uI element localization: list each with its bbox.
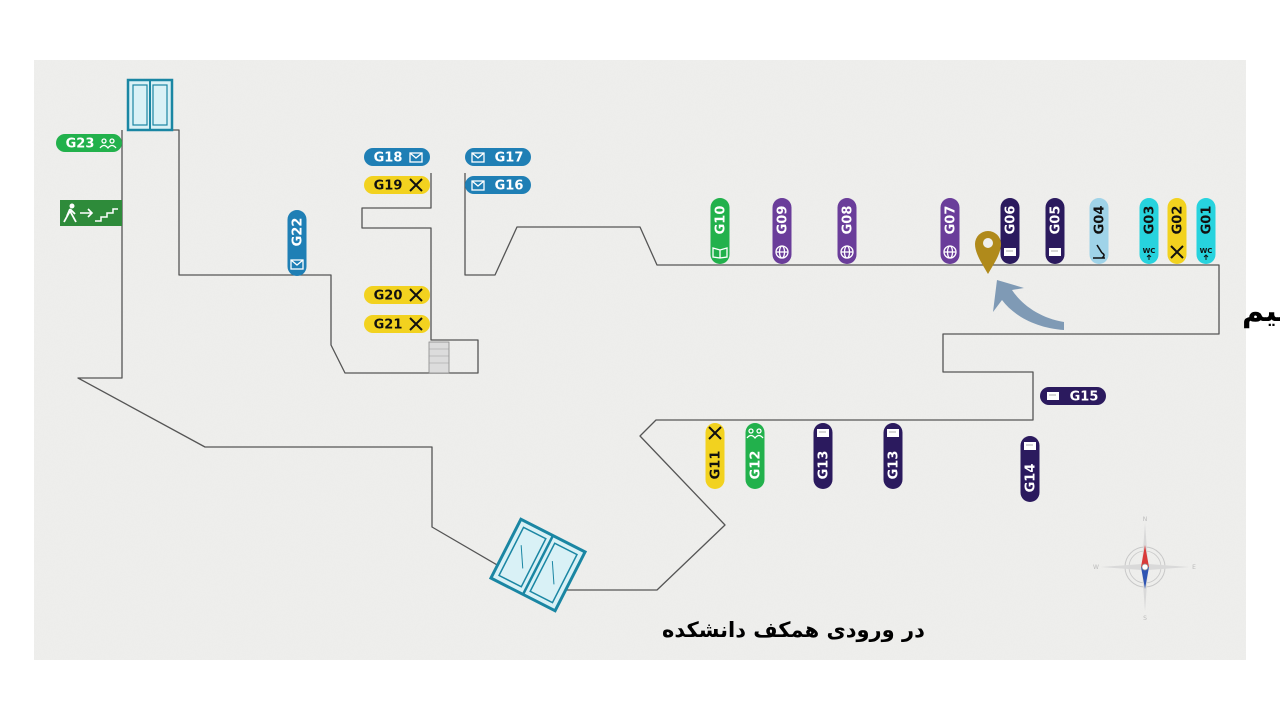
room-tag-g20[interactable]: G20 (364, 286, 430, 304)
room-label: G13 (817, 451, 832, 480)
room-label: G02 (1171, 206, 1186, 235)
room-tag-g11[interactable]: G11 (705, 423, 725, 489)
compass-west: W (1093, 564, 1099, 571)
room-tag-g13b[interactable]: G13 (883, 423, 903, 489)
emergency-exit-icon (60, 200, 122, 226)
people-icon (746, 428, 764, 440)
room-tag-g21[interactable]: G21 (364, 315, 430, 333)
globe-icon (943, 245, 957, 259)
room-tag-g10[interactable]: G10 (710, 198, 730, 264)
stairwell (428, 341, 450, 374)
room-label: G20 (374, 289, 403, 304)
mail-icon (471, 152, 485, 163)
mail-icon (471, 180, 485, 191)
room-label: G07 (944, 206, 959, 235)
room-tag-g06[interactable]: G06 (1000, 198, 1020, 264)
tools-icon (409, 288, 423, 302)
room-label: G03 (1143, 206, 1158, 235)
whiteboard-icon (887, 429, 899, 437)
room-tag-g15[interactable]: G15 (1040, 387, 1106, 405)
svg-text:WC: WC (1143, 247, 1156, 255)
room-label: G05 (1049, 206, 1064, 235)
room-tag-g14[interactable]: G14 (1020, 436, 1040, 502)
room-label: G18 (374, 151, 403, 166)
whiteboard-icon (1004, 248, 1016, 256)
people-icon (99, 138, 117, 150)
room-label: G06 (1004, 206, 1019, 235)
room-label: G10 (714, 206, 729, 235)
tools-icon (409, 317, 423, 331)
room-tag-g02[interactable]: G02 (1167, 198, 1187, 264)
tools-icon (409, 178, 423, 192)
room-label: G14 (1024, 464, 1039, 493)
paper-texture (34, 60, 1246, 660)
whiteboard-icon (1024, 442, 1036, 450)
whiteboard-icon (817, 429, 829, 437)
corridor-outline (77, 130, 1220, 591)
svg-text:WC: WC (1200, 247, 1213, 255)
mail-icon (290, 259, 304, 270)
room-label: G04 (1093, 206, 1108, 235)
left-room-outline (133, 129, 479, 374)
globe-icon (840, 245, 854, 259)
room-label: G16 (495, 179, 524, 194)
room-tag-g09[interactable]: G09 (772, 198, 792, 264)
room-label: G09 (776, 206, 791, 235)
room-tag-g05[interactable]: G05 (1045, 198, 1065, 264)
room-tag-g07[interactable]: G07 (940, 198, 960, 264)
you-are-here-label: ما اینجاییم (1242, 294, 1280, 329)
room-label: G15 (1070, 390, 1099, 405)
room-label: G12 (749, 451, 764, 480)
room-label: G21 (374, 318, 403, 333)
you-are-here-arrow (993, 280, 1064, 330)
tools-icon (708, 426, 722, 440)
glass-door-icon (126, 78, 174, 132)
room-label: G13 (887, 451, 902, 480)
room-label: G08 (841, 206, 856, 235)
room-tag-g16[interactable]: G16 (465, 176, 531, 194)
mail-icon (409, 152, 423, 163)
room-tag-g04[interactable]: G04 (1089, 198, 1109, 264)
walls (77, 129, 1220, 591)
tools-icon (1170, 245, 1184, 259)
room-label: G22 (291, 218, 306, 247)
room-tag-g08[interactable]: G08 (837, 198, 857, 264)
entrance-label: در ورودی همکف دانشکده (662, 618, 925, 642)
compass-north: N (1143, 516, 1148, 523)
compass-east: E (1192, 564, 1196, 571)
wc-icon: WC (1200, 247, 1213, 260)
room-tag-g22[interactable]: G22 (287, 210, 307, 276)
globe-icon (775, 245, 789, 259)
room-label: G23 (66, 137, 95, 152)
room-label: G01 (1200, 206, 1215, 235)
room-label: G19 (374, 179, 403, 194)
room-tag-g18[interactable]: G18 (364, 148, 430, 166)
room-tag-g17[interactable]: G17 (465, 148, 531, 166)
entrance-door-icon (488, 517, 588, 613)
room-tag-g19[interactable]: G19 (364, 176, 430, 194)
whiteboard-icon (1049, 248, 1061, 256)
wc-icon: WC (1143, 247, 1156, 260)
room-tag-g23[interactable]: G23 (56, 134, 122, 152)
room-tag-g12[interactable]: G12 (745, 423, 765, 489)
book-icon (712, 247, 728, 259)
compass-south: S (1143, 615, 1147, 622)
whiteboard-icon (1047, 392, 1059, 400)
location-pin-icon (975, 231, 1001, 274)
room-label: G17 (495, 151, 524, 166)
compass-rose-icon: N S E W (1093, 516, 1196, 622)
room-label: G11 (709, 451, 724, 480)
room-tag-g13a[interactable]: G13 (813, 423, 833, 489)
microscope-icon (1093, 244, 1105, 259)
